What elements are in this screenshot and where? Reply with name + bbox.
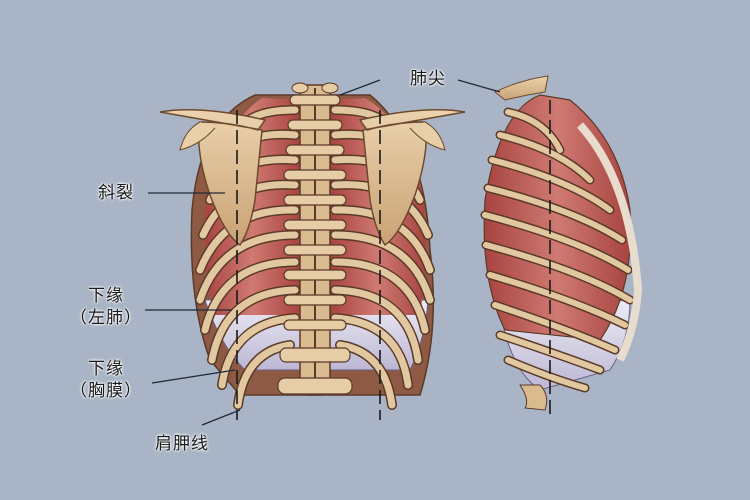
lateral-clavicle <box>494 75 549 101</box>
label-lower-border-lung: 下缘 （左肺） <box>70 285 142 329</box>
lateral-vertebra <box>519 384 548 411</box>
label-scapular-line: 肩胛线 <box>155 434 209 454</box>
label-lower-border-lung-line2: （左肺） <box>70 308 142 328</box>
label-oblique-fissure: 斜裂 <box>98 183 134 203</box>
lateral-view <box>480 75 643 420</box>
label-lower-border-pleura-line2: （胸膜） <box>70 381 142 401</box>
lateral-sternum <box>577 122 643 362</box>
right-scapula <box>358 109 466 247</box>
left-scapula <box>159 109 267 247</box>
spine <box>277 82 353 396</box>
label-lower-border-pleura-line1: 下缘 <box>88 359 124 379</box>
label-lower-border-pleura: 下缘 （胸膜） <box>70 358 142 402</box>
leader-lines <box>145 79 501 426</box>
label-lower-border-lung-line1: 下缘 <box>88 286 124 306</box>
label-lung-apex: 肺尖 <box>410 69 446 89</box>
posterior-view <box>159 82 466 420</box>
